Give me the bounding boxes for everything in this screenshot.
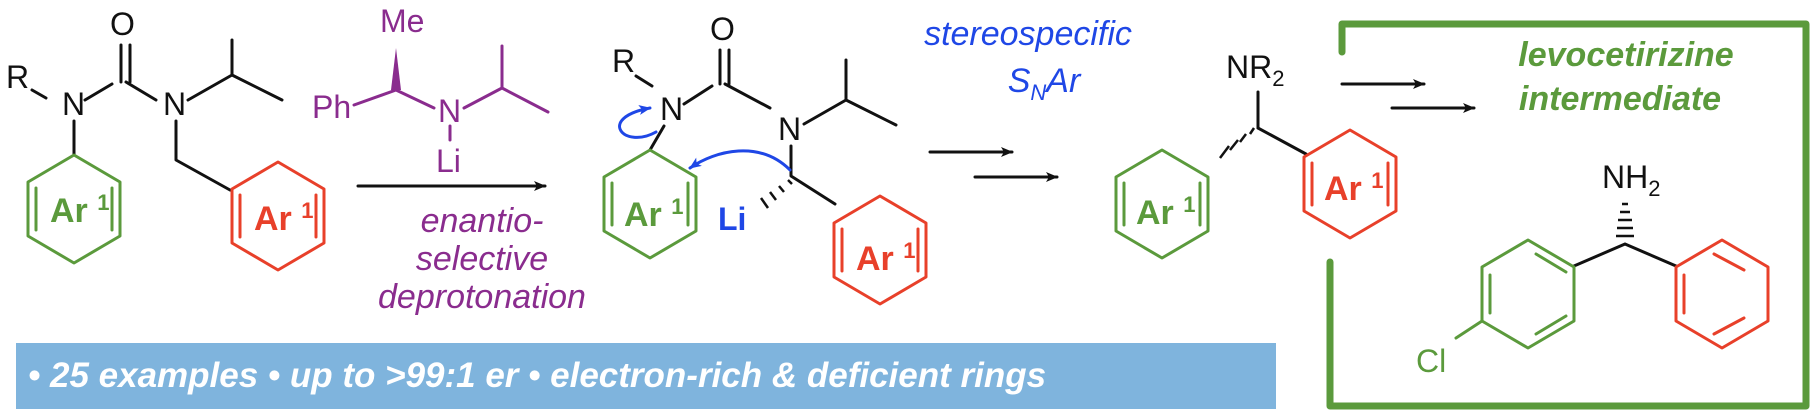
svg-text:Ar 1: Ar 1 [1136, 192, 1196, 232]
svg-text:Ar 1: Ar 1 [254, 198, 314, 238]
target-nh2: NH [1602, 159, 1648, 195]
urea-n1-label: N [62, 86, 85, 122]
step2-s: S [1008, 62, 1031, 100]
superscript: 1 [1371, 168, 1383, 193]
curly-arrow-1 [618, 105, 658, 139]
urea-r-label: R [6, 59, 29, 95]
urea-ring-right-label: Ar [254, 200, 292, 238]
product: NR2 Ar 1 Ar 1 [1114, 49, 1398, 260]
step2-line1: stereospecific [924, 15, 1132, 53]
svg-text:NH2: NH2 [1602, 159, 1660, 201]
summary-banner-text: • 25 examples • up to >99:1 er • electro… [28, 356, 1047, 395]
svg-text:Ar 1: Ar 1 [1324, 168, 1384, 208]
svg-text:Ar 1: Ar 1 [624, 194, 684, 234]
base-li-label: Li [436, 143, 461, 179]
superscript: 1 [903, 238, 915, 263]
step2-sub-n: N [1030, 80, 1046, 105]
hashed-bond [759, 179, 793, 209]
superscript: 1 [301, 198, 313, 223]
urea-ring-left-label: Ar [50, 192, 88, 230]
step2-ar: Ar [1044, 62, 1082, 100]
target-hashed-bond [1616, 202, 1634, 238]
product-ring-left-label: Ar [1136, 194, 1174, 232]
chiral-base: Me Ph N Li [312, 3, 550, 179]
int-n1-label: N [660, 91, 683, 127]
product-hashed-bond [1219, 127, 1256, 159]
step1-line2: selective [416, 240, 548, 278]
int-ring-right-label: Ar [856, 240, 894, 278]
curly-arrow-2 [688, 149, 792, 172]
int-ring-left-label: Ar [624, 196, 662, 234]
step1-line1: enantio- [421, 202, 544, 240]
svg-text:SNAr: SNAr [1008, 62, 1082, 105]
int-n2-label: N [778, 111, 801, 147]
base-n-label: N [438, 93, 461, 129]
target-cl-label: Cl [1416, 343, 1446, 379]
step1-line3: deprotonation [378, 278, 586, 316]
superscript: 1 [97, 190, 109, 215]
product-nr2-sub: 2 [1272, 66, 1284, 91]
target-title-line2: intermediate [1519, 80, 1721, 118]
int-r-label: R [612, 43, 635, 79]
starting-urea: R N O N Ar 1 Ar 1 [6, 6, 326, 272]
product-nr2: NR [1226, 49, 1272, 85]
int-o-label: O [710, 11, 735, 47]
urea-o-label: O [110, 6, 135, 42]
svg-text:Ar 1: Ar 1 [50, 190, 110, 230]
svg-text:NR2: NR2 [1226, 49, 1284, 91]
summary-banner: • 25 examples • up to >99:1 er • electro… [16, 343, 1276, 409]
target-nh2-sub: 2 [1648, 176, 1660, 201]
step1-conditions: enantio- selective deprotonation [378, 202, 586, 316]
base-me-label: Me [380, 3, 424, 39]
target-title-line1: levocetirizine [1518, 36, 1733, 74]
svg-text:Ar 1: Ar 1 [856, 238, 916, 278]
lithiated-intermediate: R N O N Ar 1 Li Ar 1 [602, 11, 928, 306]
step2-conditions: stereospecific SNAr [924, 15, 1132, 105]
base-ph-label: Ph [312, 89, 351, 125]
target-box: levocetirizine intermediate NH2 Cl [1326, 20, 1810, 410]
superscript: 1 [1183, 192, 1195, 217]
int-li-label: Li [718, 201, 746, 237]
product-ring-right-label: Ar [1324, 170, 1362, 208]
urea-n2-label: N [163, 86, 186, 122]
superscript: 1 [671, 194, 683, 219]
